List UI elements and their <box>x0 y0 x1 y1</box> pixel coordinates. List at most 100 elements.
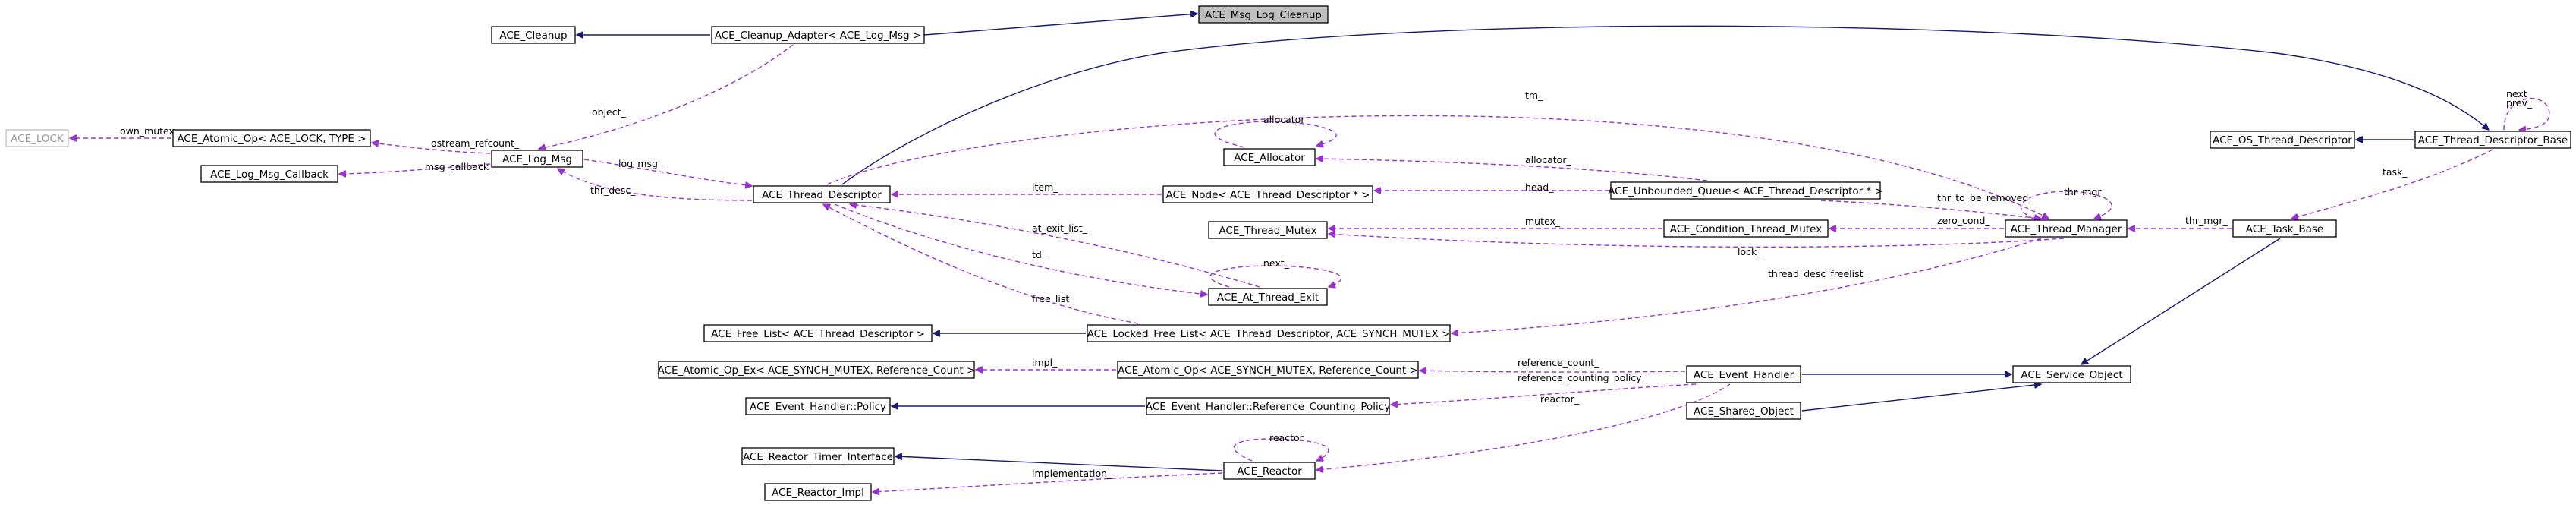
node-thread-mutex[interactable]: ACE_Thread_Mutex <box>1208 221 1328 239</box>
node-label-log-msg-callback: ACE_Log_Msg_Callback <box>210 169 329 181</box>
node-thread-descriptor-base[interactable]: ACE_Thread_Descriptor_Base <box>2414 131 2571 149</box>
node-box-condition-thread-mutex <box>1663 219 1829 238</box>
node-box-reactor-timer-interface <box>741 447 895 465</box>
node-label-atomic-op-ex: ACE_Atomic_Op_Ex< ACE_SYNCH_MUTEX, Refer… <box>658 364 976 377</box>
node-ace-lock[interactable]: ACE_LOCK <box>5 129 69 147</box>
node-box-cleanup-adapter <box>711 26 925 44</box>
node-box-service-object <box>2012 365 2131 383</box>
node-atomic-op-ex[interactable]: ACE_Atomic_Op_Ex< ACE_SYNCH_MUTEX, Refer… <box>658 361 976 379</box>
edge-label-queue-tm: thr_to_be_removed_ <box>1937 192 2033 203</box>
edge-alloc-queue <box>1316 159 1708 181</box>
node-box-thread-descriptor-base <box>2414 131 2571 149</box>
node-node-td[interactable]: ACE_Node< ACE_Thread_Descriptor * > <box>1162 185 1373 203</box>
node-reactor-timer-interface[interactable]: ACE_Reactor_Timer_Interface <box>741 447 895 465</box>
node-thread-manager[interactable]: ACE_Thread_Manager <box>2005 219 2128 238</box>
edge-ate-self <box>1209 265 1342 287</box>
node-label-condition-thread-mutex: ACE_Condition_Thread_Mutex <box>1670 223 1822 235</box>
node-box-shared-object <box>1686 402 1801 420</box>
node-box-atomic-op-ref <box>1117 361 1419 379</box>
node-condition-thread-mutex[interactable]: ACE_Condition_Thread_Mutex <box>1663 219 1829 238</box>
edge-label-ate-self: next_ <box>1263 257 1290 269</box>
edge-label-node-td: item_ <box>1032 181 1058 193</box>
edge-label-taskbase-tdbase: task_ <box>2383 166 2408 178</box>
node-label-cleanup: ACE_Cleanup <box>499 30 567 42</box>
node-box-event-handler <box>1686 365 1801 383</box>
node-eh-ref-counting-policy[interactable]: ACE_Event_Handler::Reference_Counting_Po… <box>1146 397 1390 415</box>
node-cleanup-adapter[interactable]: ACE_Cleanup_Adapter< ACE_Log_Msg > <box>711 26 925 44</box>
node-label-log-msg: ACE_Log_Msg <box>502 153 572 166</box>
node-label-reactor-impl: ACE_Reactor_Impl <box>772 487 864 499</box>
node-cleanup[interactable]: ACE_Cleanup <box>491 26 576 44</box>
edge-label-cond-tm: zero_cond_ <box>1937 215 1990 226</box>
node-label-service-object: ACE_Service_Object <box>2021 369 2122 381</box>
node-box-log-msg <box>491 150 583 168</box>
node-log-msg-callback[interactable]: ACE_Log_Msg_Callback <box>200 165 338 183</box>
edge-label-mutex-tm: lock_ <box>1738 246 1762 257</box>
edge-td-tdbase <box>841 25 2489 185</box>
node-label-thread-manager: ACE_Thread_Manager <box>2011 223 2122 235</box>
node-task-base[interactable]: ACE_Task_Base <box>2232 219 2337 238</box>
node-reactor-impl[interactable]: ACE_Reactor_Impl <box>764 483 872 501</box>
node-label-reactor: ACE_Reactor <box>1237 465 1302 478</box>
node-free-list[interactable]: ACE_Free_List< ACE_Thread_Descriptor > <box>703 324 933 342</box>
node-unbounded-queue[interactable]: ACE_Unbounded_Queue< ACE_Thread_Descript… <box>1608 181 1883 200</box>
node-atomic-op-ref[interactable]: ACE_Atomic_Op< ACE_SYNCH_MUTEX, Referenc… <box>1117 361 1419 379</box>
node-label-eh-policy: ACE_Event_Handler::Policy <box>750 401 886 413</box>
edge-label-tm-taskbase: thr_mgr_ <box>2185 215 2228 226</box>
nodes-layer: ACE_Msg_Log_CleanupACE_Cleanup_Adapter< … <box>5 5 2571 501</box>
node-box-eh-policy <box>745 397 891 415</box>
edge-label-refpolicy-eh: reference_counting_policy_ <box>1518 372 1647 383</box>
node-box-task-base <box>2232 219 2337 238</box>
node-reactor[interactable]: ACE_Reactor <box>1223 462 1316 480</box>
edge-refpolicy-eh <box>1391 383 1697 405</box>
node-log-msg[interactable]: ACE_Log_Msg <box>491 150 583 168</box>
node-box-os-thread-descriptor <box>2210 131 2355 149</box>
node-box-unbounded-queue <box>1610 181 1881 200</box>
node-service-object[interactable]: ACE_Service_Object <box>2012 365 2131 383</box>
edge-labels-layer: object_own_mutex_ostream_refcount_msg_ca… <box>120 88 2533 479</box>
node-box-at-thread-exit <box>1208 288 1328 306</box>
node-atomic-op-lock[interactable]: ACE_Atomic_Op< ACE_LOCK, TYPE > <box>172 129 371 147</box>
node-box-thread-descriptor <box>753 185 891 203</box>
node-os-thread-descriptor[interactable]: ACE_OS_Thread_Descriptor <box>2210 131 2355 149</box>
edge-label-td-threadmgr-tm: tm_ <box>1525 90 1543 101</box>
edge-tm-self <box>2021 191 2112 219</box>
edge-adapter-msgcleanup <box>923 14 1197 36</box>
node-box-thread-manager <box>2005 219 2128 238</box>
node-box-reactor <box>1223 462 1316 480</box>
node-box-locked-free-list <box>1087 324 1451 342</box>
edge-label-ate-td-atexit: at_exit_list_ <box>1032 222 1088 234</box>
node-box-log-msg-callback <box>200 165 338 183</box>
edge-mutex-tm <box>1329 234 2065 248</box>
node-event-handler[interactable]: ACE_Event_Handler <box>1686 365 1801 383</box>
node-label-thread-descriptor: ACE_Thread_Descriptor <box>762 189 882 201</box>
node-shared-object[interactable]: ACE_Shared_Object <box>1686 402 1801 420</box>
edge-label-tm-self: thr_mgr_ <box>2064 186 2106 197</box>
edge-label-callback-logmsg: msg_callback_ <box>425 161 494 172</box>
edge-impl-reactor <box>873 472 1223 492</box>
node-label-ace-lock: ACE_LOCK <box>11 133 64 145</box>
edge-label-queue-node: head_ <box>1525 181 1554 193</box>
node-box-allocator <box>1223 148 1316 166</box>
edge-logmsg-td <box>583 159 752 186</box>
node-locked-free-list[interactable]: ACE_Locked_Free_List< ACE_Thread_Descrip… <box>1087 324 1451 342</box>
node-at-thread-exit[interactable]: ACE_At_Thread_Exit <box>1208 288 1328 306</box>
node-box-node-td <box>1162 185 1373 203</box>
node-thread-descriptor[interactable]: ACE_Thread_Descriptor <box>753 185 891 203</box>
edge-shared-svcobj <box>1801 384 2041 412</box>
edge-label-atomicex-atomic: impl_ <box>1032 357 1058 368</box>
edge-taskbase-svcobj <box>2081 238 2281 364</box>
node-msg-log-cleanup[interactable]: ACE_Msg_Log_Cleanup <box>1198 5 1329 24</box>
edge-lfl-td <box>823 204 1139 324</box>
node-label-at-thread-exit: ACE_At_Thread_Exit <box>1217 292 1319 304</box>
node-box-atomic-op-lock <box>172 129 371 147</box>
edge-lfl-tm <box>1452 238 2042 333</box>
edge-ate-td-atexit <box>850 204 1260 288</box>
edge-td-ate <box>834 203 1207 295</box>
edge-label-td-logmsg: thr_desc_ <box>590 184 636 196</box>
node-allocator[interactable]: ACE_Allocator <box>1223 148 1316 166</box>
node-eh-policy[interactable]: ACE_Event_Handler::Policy <box>745 397 891 415</box>
node-label-eh-ref-counting-policy: ACE_Event_Handler::Reference_Counting_Po… <box>1146 401 1390 413</box>
node-label-atomic-op-lock: ACE_Atomic_Op< ACE_LOCK, TYPE > <box>177 133 366 145</box>
